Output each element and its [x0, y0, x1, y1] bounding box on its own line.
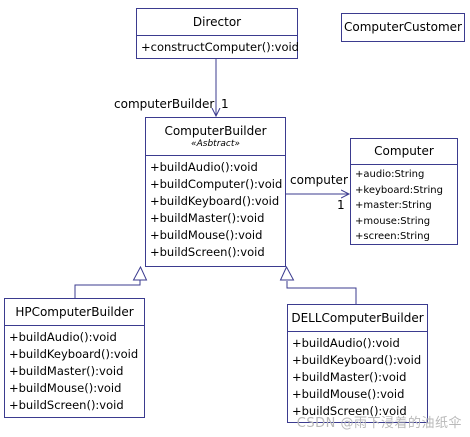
- operation: +buildKeyboard():void: [150, 194, 280, 208]
- class-name: HPComputerBuilder: [15, 304, 134, 319]
- class-name: Director: [192, 14, 242, 29]
- generalization-dell-triangle: [279, 265, 295, 281]
- generalization-hp: [74, 280, 141, 298]
- class-name: ComputerBuilder: [164, 123, 267, 138]
- class-name: Computer: [374, 144, 434, 158]
- operation: +buildMouse():void: [150, 228, 263, 242]
- operation: +buildAudio():void: [292, 336, 400, 350]
- watermark-text: CSDN @雨下浸着的油纸伞: [296, 416, 462, 431]
- multiplicity-label: 1: [221, 97, 229, 111]
- attribute: +audio:String: [355, 169, 425, 180]
- class-computer-builder[interactable]: ComputerBuilder «Asbtract» +buildAudio()…: [145, 117, 286, 267]
- multiplicity-label: 1: [337, 198, 345, 212]
- role-label-computer: computer: [290, 173, 348, 187]
- class-hp-computer-builder[interactable]: HPComputerBuilder +buildAudio():void +bu…: [4, 298, 145, 418]
- operation: +buildAudio():void: [150, 160, 258, 174]
- operation: +buildMaster():void: [292, 370, 407, 384]
- generalization-dell: [286, 281, 357, 304]
- operation: +buildMouse():void: [9, 381, 122, 395]
- class-computer-customer[interactable]: ComputerCustomer: [341, 13, 465, 42]
- class-name: ComputerCustomer: [344, 20, 462, 34]
- attribute: +master:String: [355, 200, 432, 211]
- operation: +buildAudio():void: [9, 330, 117, 344]
- generalization-hp-triangle: [132, 265, 148, 281]
- operation: +buildMaster():void: [9, 364, 124, 378]
- stereotype: «Asbtract»: [191, 138, 240, 149]
- class-director[interactable]: Director +constructComputer():void: [136, 8, 299, 59]
- operation: +buildComputer():void: [150, 177, 283, 191]
- role-label-computer-builder: computerBuilder: [114, 97, 215, 111]
- operation: +buildScreen():void: [150, 245, 265, 259]
- class-computer[interactable]: Computer +audio:String +keyboard:String …: [350, 138, 458, 245]
- attribute: +screen:String: [355, 231, 430, 242]
- attribute: +mouse:String: [355, 215, 431, 227]
- operation: +buildMaster():void: [150, 211, 265, 225]
- operation: +constructComputer():void: [141, 40, 299, 54]
- operation: +buildKeyboard():void: [292, 353, 422, 367]
- operation: +buildKeyboard():void: [9, 347, 139, 361]
- operation: +buildMouse():void: [292, 387, 405, 401]
- class-name: DELLComputerBuilder: [291, 310, 424, 325]
- class-dell-computer-builder[interactable]: DELLComputerBuilder +buildAudio():void +…: [287, 304, 428, 423]
- operation: +buildScreen():void: [9, 398, 124, 412]
- operation: +buildScreen():void: [292, 404, 407, 418]
- attribute: +keyboard:String: [355, 184, 443, 196]
